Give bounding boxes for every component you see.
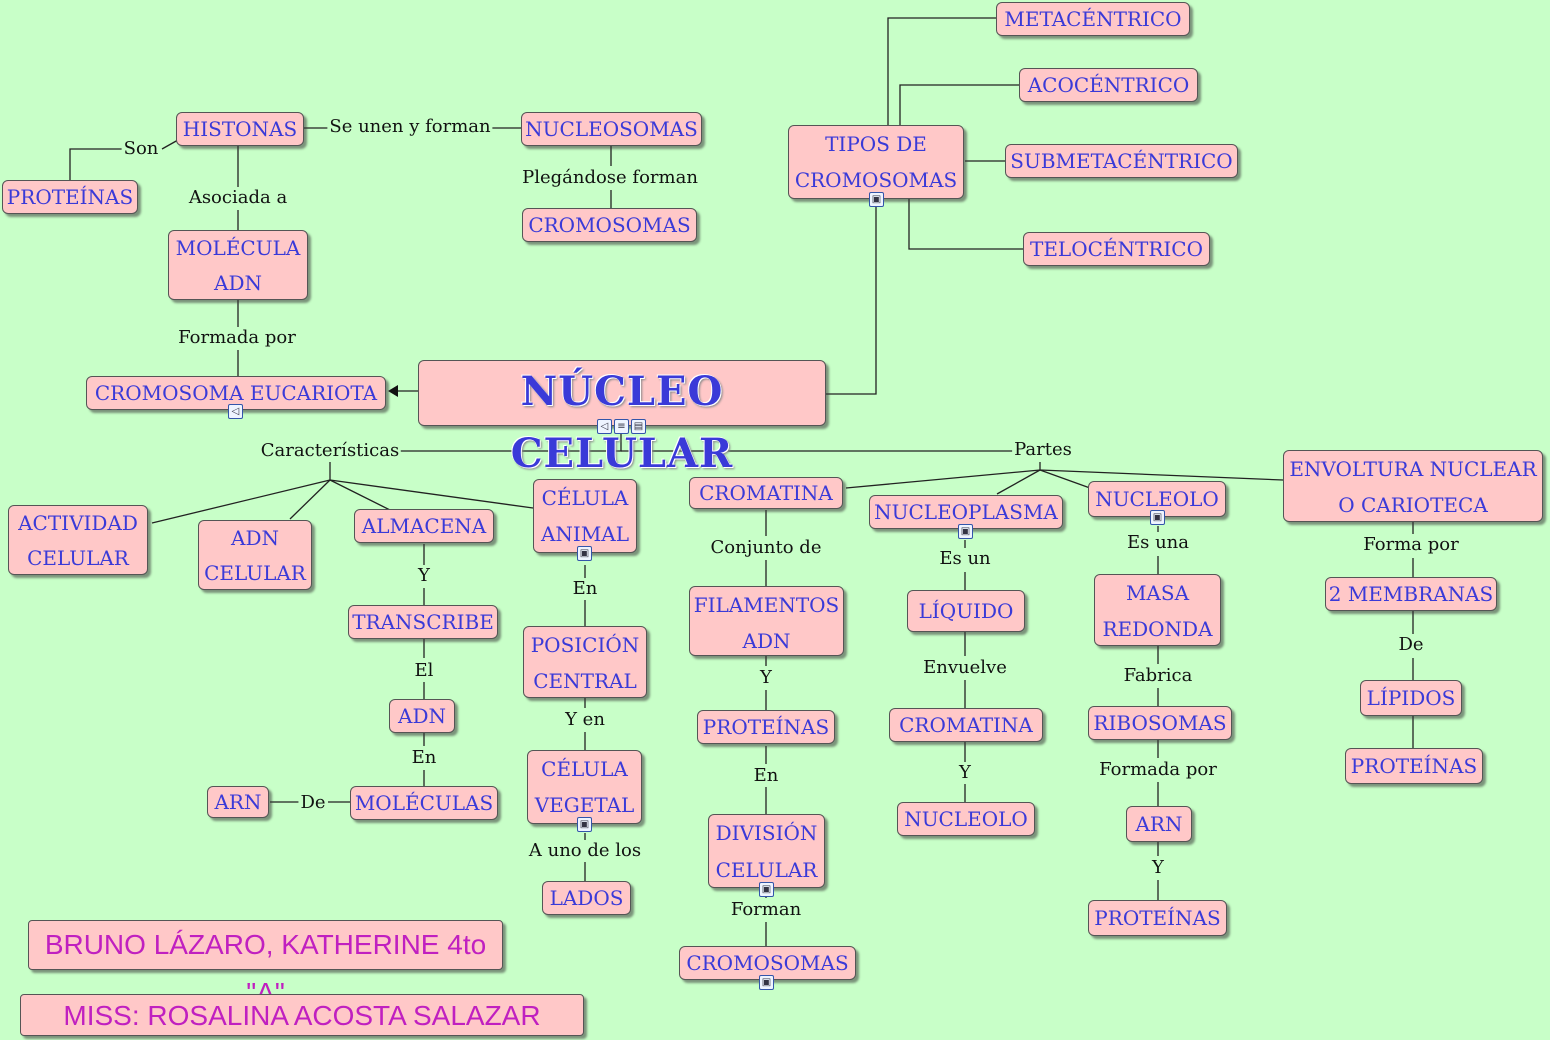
link-label-se-unen: Se unen y forman	[327, 116, 493, 138]
masa-redonda-node[interactable]: MASA REDONDA	[1094, 574, 1221, 646]
proteinas-node[interactable]: PROTEÍNAS	[2, 180, 138, 214]
adn-node[interactable]: ADN	[389, 699, 455, 733]
link-label-fabrica: Fabrica	[1121, 665, 1195, 687]
image-icon[interactable]: ▣	[869, 192, 884, 207]
image-icon[interactable]: ▣	[577, 546, 592, 561]
molecula-adn-node[interactable]: MOLÉCULA ADN	[168, 230, 308, 300]
image-icon[interactable]: ▣	[958, 524, 973, 539]
sound-icon[interactable]: ◁	[228, 404, 243, 419]
nucleosomas-node[interactable]: NUCLEOSOMAS	[521, 112, 702, 146]
actividad-celular-node[interactable]: ACTIVIDAD CELULAR	[8, 505, 148, 575]
lados-node[interactable]: LADOS	[542, 881, 631, 915]
link-label-plegandose: Plegándose forman	[520, 167, 700, 189]
link-label-y: Y	[957, 762, 973, 784]
almacena-node[interactable]: ALMACENA	[354, 509, 494, 543]
image-icon[interactable]: ▣	[1150, 510, 1165, 525]
link-label-formada-por: Formada por	[176, 327, 298, 349]
histonas-node[interactable]: HISTONAS	[176, 112, 304, 146]
nucleolo-node[interactable]: NUCLEOLO	[1088, 481, 1226, 517]
lipidos-node[interactable]: LÍPIDOS	[1360, 680, 1462, 716]
nucleo-celular-node[interactable]: NÚCLEO CELULAR	[418, 360, 826, 477]
link-label-en: En	[409, 747, 439, 769]
image-icon[interactable]: ▣	[759, 975, 774, 990]
cromosomas-node[interactable]: CROMOSOMAS	[522, 208, 697, 242]
students-credit-box: BRUNO LÁZARO, KATHERINE 4to "A"	[28, 920, 503, 1008]
adn-celular-node[interactable]: ADN CELULAR	[198, 520, 312, 590]
image-icon[interactable]: ▣	[577, 817, 592, 832]
celula-vegetal-node[interactable]: CÉLULA VEGETAL	[527, 750, 642, 824]
link-label-en: En	[751, 765, 781, 787]
acocentrico-node[interactable]: ACOCÉNTRICO	[1019, 68, 1198, 102]
nucleoplasma-node[interactable]: NUCLEOPLASMA	[869, 495, 1063, 529]
link-label-son: Son	[121, 138, 161, 160]
link-label-y-en: Y en	[563, 709, 607, 731]
nucleolo-node[interactable]: NUCLEOLO	[897, 802, 1035, 836]
sound-icon[interactable]: ◁	[597, 419, 612, 434]
proteinas-node[interactable]: PROTEÍNAS	[1088, 900, 1227, 936]
link-label-y: Y	[1150, 857, 1166, 879]
cromatina-node[interactable]: CROMATINA	[889, 708, 1043, 742]
liquido-node[interactable]: LÍQUIDO	[907, 590, 1025, 632]
cromatina-node[interactable]: CROMATINA	[689, 477, 843, 509]
link-label-de: De	[1396, 634, 1426, 656]
moleculas-node[interactable]: MOLÉCULAS	[350, 786, 498, 820]
metacentrico-node[interactable]: METACÉNTRICO	[996, 2, 1190, 36]
link-label-es-una: Es una	[1124, 532, 1192, 554]
division-celular-node[interactable]: DIVISIÓN CELULAR	[708, 814, 825, 888]
link-label-el: El	[412, 660, 436, 682]
telocentrico-node[interactable]: TELOCÉNTRICO	[1023, 232, 1210, 266]
link-label-forman: Forman	[728, 899, 804, 921]
link-label-a-uno: A uno de los	[526, 840, 644, 862]
link-label-en: En	[570, 578, 600, 600]
link-label-caracteristicas: Características	[258, 440, 402, 462]
arn-node[interactable]: ARN	[1126, 806, 1192, 842]
dos-membranas-node[interactable]: 2 MEMBRANAS	[1325, 577, 1497, 611]
transcribe-node[interactable]: TRANSCRIBE	[348, 605, 498, 639]
link-label-asociada: Asociada a	[186, 187, 290, 209]
proteinas-node[interactable]: PROTEÍNAS	[1345, 748, 1483, 784]
proteinas-node[interactable]: PROTEÍNAS	[697, 710, 835, 744]
link-label-envuelve: Envuelve	[921, 657, 1009, 679]
link-label-y: Y	[416, 565, 432, 587]
link-label-forma-por: Forma por	[1361, 534, 1461, 556]
link-label-es-un: Es un	[937, 548, 993, 570]
arn-node[interactable]: ARN	[207, 786, 269, 818]
submetacentrico-node[interactable]: SUBMETACÉNTRICO	[1005, 144, 1238, 178]
image-icon[interactable]: ▣	[759, 882, 774, 897]
tipos-cromosomas-node[interactable]: TIPOS DE CROMOSOMAS	[788, 125, 964, 199]
envoltura-nuclear-node[interactable]: ENVOLTURA NUCLEAR O CARIOTECA	[1283, 450, 1543, 522]
link-label-partes: Partes	[1012, 439, 1074, 461]
link-label-y: Y	[758, 667, 774, 689]
filamentos-adn-node[interactable]: FILAMENTOS ADN	[689, 586, 844, 656]
link-label-conjunto-de: Conjunto de	[708, 537, 824, 559]
link-label-formada-por: Formada por	[1097, 759, 1219, 781]
link-label-de: De	[298, 792, 328, 814]
document-icon[interactable]: ≡	[614, 419, 629, 434]
ribosomas-node[interactable]: RIBOSOMAS	[1088, 706, 1232, 740]
arrowhead	[388, 385, 398, 397]
film-icon[interactable]: ▤	[631, 419, 646, 434]
celula-animal-node[interactable]: CÉLULA ANIMAL	[533, 479, 637, 553]
teacher-credit-box: MISS: ROSALINA ACOSTA SALAZAR	[20, 994, 584, 1036]
posicion-central-node[interactable]: POSICIÓN CENTRAL	[523, 626, 647, 698]
